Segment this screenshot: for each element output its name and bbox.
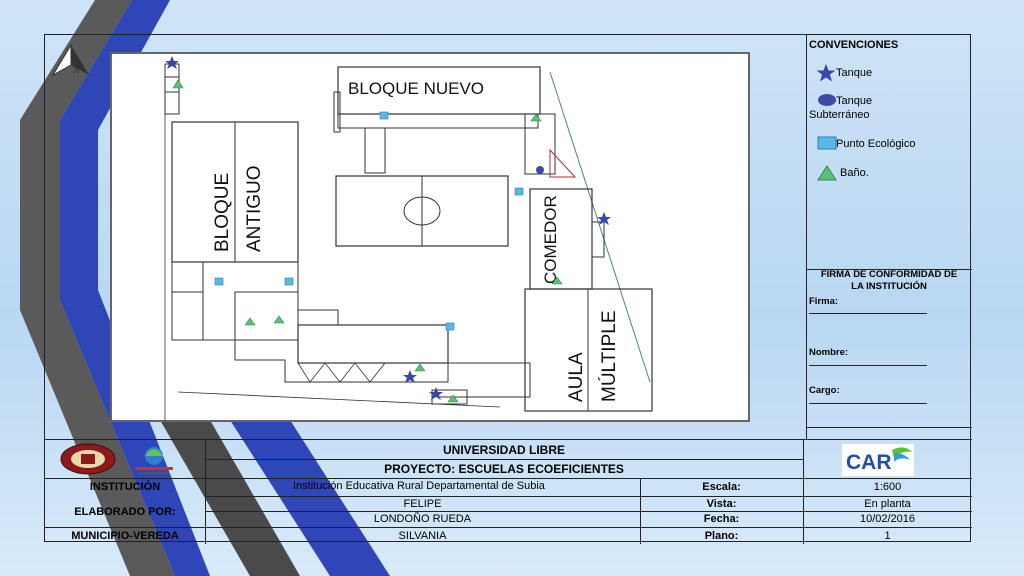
fecha-value: 10/02/2016 xyxy=(859,513,916,525)
nombre-line[interactable] xyxy=(809,365,927,366)
title-block: CAR UNIVERSIDAD LIBRE PROYECTO: ESCUELAS… xyxy=(45,439,972,544)
institucion-value: Institución Educativa Rural Departamenta… xyxy=(293,480,545,492)
label-bloque-antiguo-2: ANTIGUO xyxy=(244,165,265,252)
municipio-value: SILVANIA xyxy=(398,529,447,542)
circle-icon xyxy=(818,94,836,106)
elaborado-value-2: LONDOÑO RUEDA xyxy=(373,513,472,525)
municipio-label: MUNICIPIO-VEREDA xyxy=(71,529,179,542)
fecha-label: Fecha: xyxy=(703,513,740,525)
label-aula-2: MÚLTIPLE xyxy=(598,310,620,402)
conventions-title: CONVENCIONES xyxy=(809,39,899,51)
north-arrow-icon: N xyxy=(51,43,89,77)
convention-tanque-sub-2: Subterráneo xyxy=(809,109,870,121)
escala-label: Escala: xyxy=(702,481,741,493)
elaborado-value-1: FELIPE xyxy=(403,497,442,510)
car-logo: CAR xyxy=(842,444,914,476)
signature-title-line-1: FIRMA DE CONFORMIDAD DE xyxy=(820,269,958,280)
firma-line[interactable] xyxy=(809,313,927,314)
site-plan-drawing: BLOQUE NUEVO BLOQUE ANTIGUO xyxy=(110,52,750,422)
label-aula-1: AULA xyxy=(566,352,587,402)
university-name: UNIVERSIDAD LIBRE xyxy=(442,442,565,457)
signature-title-line-2: LA INSTITUCIÓN xyxy=(851,281,927,292)
escuelas-ecoeficientes-logo xyxy=(135,447,173,474)
signature-panel: FIRMA DE CONFORMIDAD DE LA INSTITUCIÓN F… xyxy=(806,269,972,428)
convention-bano: Baño. xyxy=(840,167,869,179)
convention-tanque-sub-1: Tanque xyxy=(836,95,873,107)
tank-star-icon xyxy=(165,56,611,400)
label-bloque-nuevo: BLOQUE NUEVO xyxy=(348,79,484,98)
north-letter: N xyxy=(73,65,80,75)
vista-value: En planta xyxy=(864,497,911,510)
site-plan: BLOQUE NUEVO BLOQUE ANTIGUO xyxy=(110,52,750,422)
bathroom-icon xyxy=(172,79,563,403)
convention-tanque: Tanque xyxy=(836,67,873,79)
label-bloque-antiguo-1: BLOQUE xyxy=(212,173,233,252)
plano-label: Plano: xyxy=(704,529,739,542)
nombre-label: Nombre: xyxy=(809,347,849,358)
conventions-panel: CONVENCIONES Tanque Tanque Subterráneo P… xyxy=(806,35,972,270)
star-icon xyxy=(816,64,836,82)
cargo-line[interactable] xyxy=(809,403,927,404)
escala-value: 1:600 xyxy=(873,481,902,493)
project-name: PROYECTO: ESCUELAS ECOEFICIENTES xyxy=(384,461,624,476)
firma-label: Firma: xyxy=(809,296,839,307)
vista-label: Vista: xyxy=(706,497,737,510)
elaborado-label: ELABORADO POR: xyxy=(74,505,176,518)
underground-tank-icon xyxy=(536,166,544,174)
label-comedor: COMEDOR xyxy=(541,195,560,284)
convention-punto-ecologico: Punto Ecológico xyxy=(836,138,916,150)
universidad-libre-logo xyxy=(60,443,116,475)
triangle-icon xyxy=(817,165,837,181)
institucion-label: INSTITUCIÓN xyxy=(89,481,161,493)
cargo-label: Cargo: xyxy=(809,385,840,396)
eco-point-icon xyxy=(214,111,524,331)
plano-value: 1 xyxy=(884,529,891,542)
plan-sheet: N BLOQUE NUEVO xyxy=(44,34,972,544)
signature-title: FIRMA DE CONFORMIDAD DE LA INSTITUCIÓN xyxy=(806,269,972,293)
car-logo-text: CAR xyxy=(846,451,892,474)
plan-area: N BLOQUE NUEVO xyxy=(45,35,807,439)
square-icon xyxy=(817,136,837,150)
